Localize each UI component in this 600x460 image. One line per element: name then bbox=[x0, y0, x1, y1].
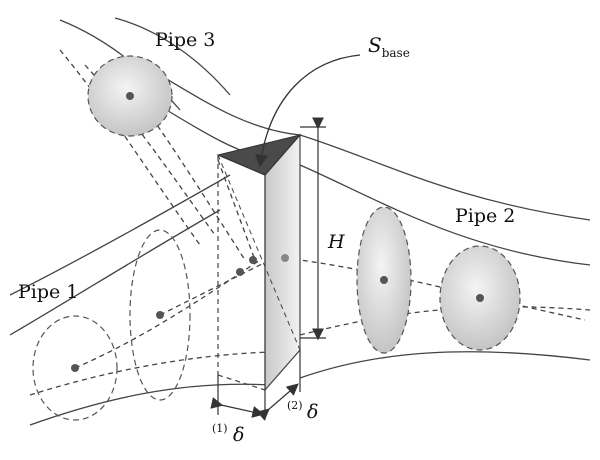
pipe2-wall-bottom bbox=[299, 351, 591, 379]
link-dot-b bbox=[249, 256, 257, 264]
pipe3-wall-dashed-a bbox=[59, 49, 201, 246]
pipe3-label: Pipe 3 bbox=[155, 29, 215, 51]
link-dot-a bbox=[236, 268, 244, 276]
pipe2-label: Pipe 2 bbox=[455, 205, 515, 227]
delta2-superscript: (2) bbox=[287, 399, 303, 412]
pipe2-center-dot-a bbox=[380, 276, 388, 284]
control-column bbox=[216, 133, 302, 392]
s-base-arrow bbox=[255, 54, 361, 168]
pipe3-center-dot bbox=[126, 92, 134, 100]
delta1-label: δ bbox=[233, 424, 244, 446]
height-label: H bbox=[327, 231, 345, 253]
pipe1-label: Pipe 1 bbox=[18, 281, 78, 303]
s-base-subscript: base bbox=[382, 46, 410, 60]
height-dimension bbox=[300, 117, 326, 341]
delta2-label: δ bbox=[307, 401, 318, 423]
column-bottom-back bbox=[217, 374, 266, 391]
pipe1-center-dot-a bbox=[71, 364, 79, 372]
pipe1-center-dot-b bbox=[156, 311, 164, 319]
column-link-a bbox=[217, 159, 256, 261]
s-base-label: Sbase bbox=[368, 33, 410, 60]
pipe3-upper-edge bbox=[159, 74, 301, 136]
pipe3-wall-inner bbox=[114, 17, 231, 96]
column-front-face bbox=[264, 133, 301, 392]
pipe1-axis-dashed bbox=[74, 259, 261, 369]
delta2-arrow bbox=[256, 383, 299, 421]
pipe1-cross-section-a bbox=[32, 315, 118, 421]
pipe1-wall-top bbox=[9, 174, 231, 296]
centroid-dots bbox=[71, 92, 484, 372]
s-base-symbol: S bbox=[368, 33, 382, 57]
column-center-dot bbox=[281, 254, 289, 262]
pipe1-wall-mid bbox=[9, 209, 221, 336]
pipe1-wall-bottom bbox=[29, 383, 271, 426]
delta1-arrow bbox=[210, 397, 265, 418]
pipe2-wall-top bbox=[299, 134, 591, 221]
delta-dimensions bbox=[210, 350, 301, 421]
pipe2-wall-dashed bbox=[299, 306, 591, 336]
delta1-superscript: (1) bbox=[212, 422, 228, 435]
pipe1-cross-section-b bbox=[129, 229, 191, 401]
pipe2-center-dot-b bbox=[476, 294, 484, 302]
pipe2-wall-upper-mid bbox=[299, 164, 591, 266]
pipe1-wall-bottom-dashed bbox=[29, 351, 271, 396]
column-top-edge bbox=[217, 154, 266, 176]
